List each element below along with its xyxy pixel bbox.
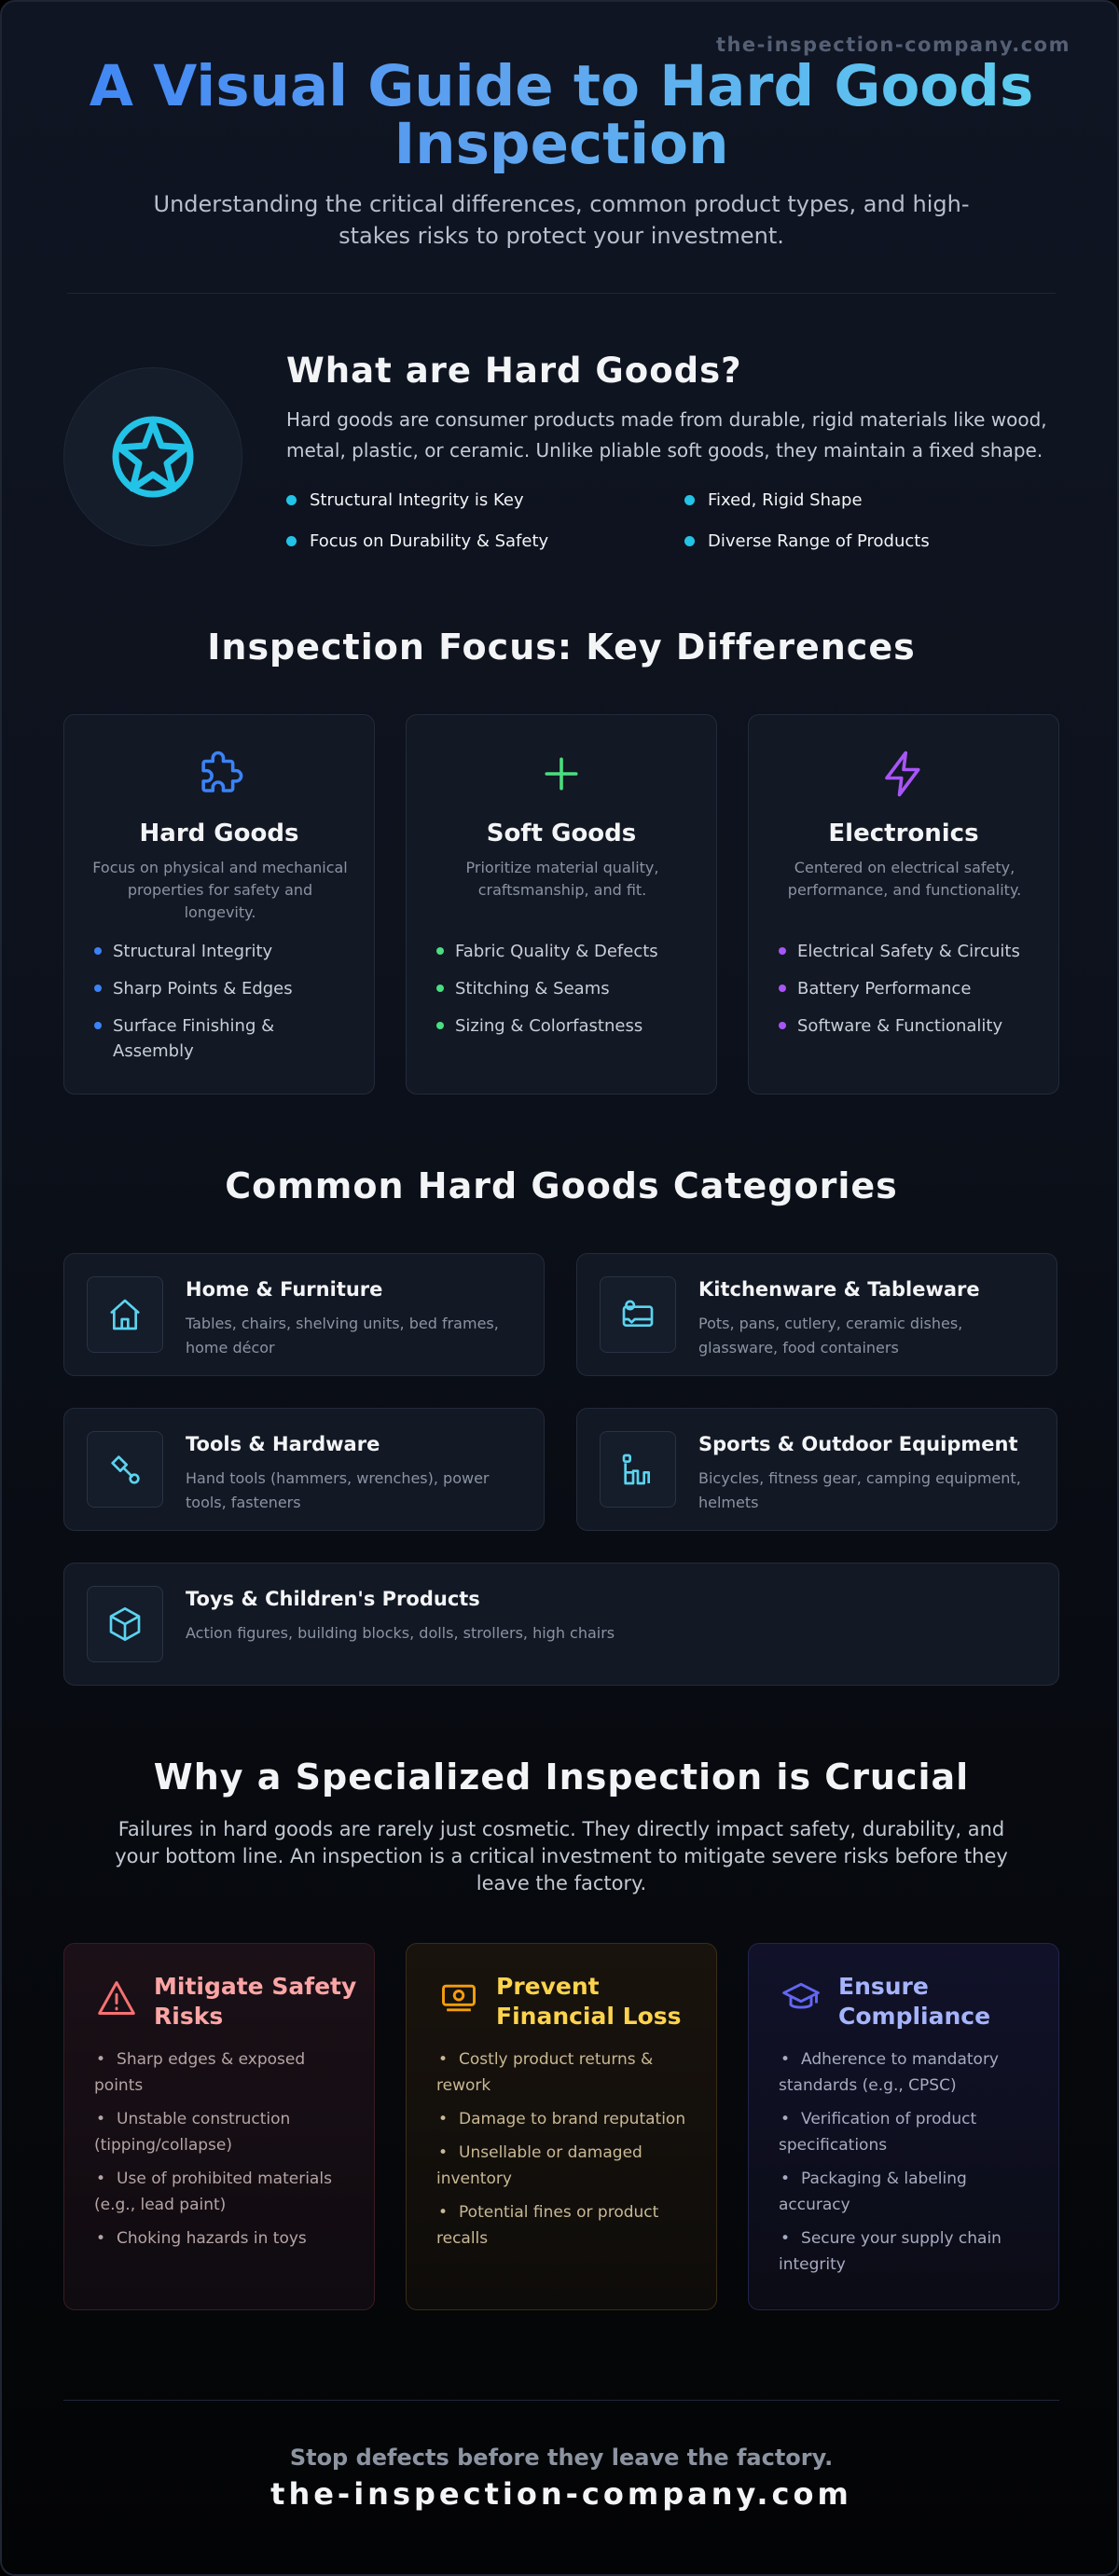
list-item: Electrical Safety & Circuits <box>777 939 1038 964</box>
category-description: Tables, chairs, shelving units, bed fram… <box>186 1315 499 1357</box>
graduation-cap-icon <box>782 1982 820 2009</box>
footer-divider <box>63 2400 1059 2401</box>
list-item: •Choking hazards in toys <box>96 2229 307 2248</box>
diff-card-title: Soft Goods <box>486 820 637 847</box>
brand-watermark: the-inspection-company.com <box>715 34 1071 56</box>
diff-card-title: Electronics <box>828 820 979 847</box>
what-bullet: Structural Integrity is Key <box>286 490 524 510</box>
category-title: Sports & Outdoor Equipment <box>698 1433 1018 1455</box>
why-title: Why a Specialized Inspection is Crucial <box>153 1756 970 1798</box>
diff-card-title: Hard Goods <box>139 820 299 847</box>
footer-brand: the-inspection-company.com <box>270 2476 852 2512</box>
risk-card-compliance: Ensure Compliance •Adherence to mandator… <box>748 1943 1059 2310</box>
category-title: Tools & Hardware <box>186 1433 380 1455</box>
list-item: •Packaging & labeling accuracy <box>779 2170 967 2214</box>
list-item: Battery Performance <box>777 976 1038 1001</box>
list-item: Sharp Points & Edges <box>92 976 353 1001</box>
diff-card-list: Fabric Quality & Defects Stitching & Sea… <box>435 939 696 1051</box>
category-card-tools: Tools & Hardware Hand tools (hammers, wr… <box>63 1408 545 1531</box>
page-subtitle: Understanding the critical differences, … <box>153 191 970 249</box>
what-description: Hard goods are consumer products made fr… <box>286 408 1047 461</box>
diff-card-electronics: Electronics Centered on electrical safet… <box>748 714 1059 1095</box>
list-item: Sizing & Colorfastness <box>435 1013 696 1039</box>
list-item: •Damage to brand reputation <box>438 2110 686 2128</box>
cube-icon <box>109 1607 141 1641</box>
diff-card-list: Structural Integrity Sharp Points & Edge… <box>92 939 353 1076</box>
bullet-dot <box>684 495 695 505</box>
tools-icon <box>111 1455 140 1484</box>
diff-card-soft-goods: Soft Goods Prioritize material quality, … <box>406 714 717 1095</box>
category-title: Kitchenware & Tableware <box>698 1278 980 1301</box>
risk-card-title: Mitigate Safety Risks <box>154 1973 357 2030</box>
category-description: Action figures, building blocks, dolls, … <box>186 1624 615 1642</box>
category-description: Hand tools (hammers, wrenches), power to… <box>186 1469 490 1511</box>
risk-card-title: Prevent Financial Loss <box>496 1973 682 2030</box>
what-section-title: What are Hard Goods? <box>286 351 742 391</box>
risk-card-list: •Adherence to mandatory standards (e.g.,… <box>779 2046 1040 2285</box>
why-subtitle: Failures in hard goods are rarely just c… <box>115 1818 1008 1894</box>
page-title-line-2: Inspection <box>394 111 729 177</box>
risk-card-financial: Prevent Financial Loss •Costly product r… <box>406 1943 717 2310</box>
kitchen-icon <box>622 1300 654 1327</box>
list-item: •Verification of product specifications <box>779 2110 977 2155</box>
diff-card-description: Prioritize material quality, craftsmansh… <box>465 859 659 899</box>
category-description: Pots, pans, cutlery, ceramic dishes, gla… <box>698 1315 963 1357</box>
list-item: Surface Finishing & Assembly <box>92 1013 353 1064</box>
bullet-dot <box>286 536 297 546</box>
diff-card-list: Electrical Safety & Circuits Battery Per… <box>777 939 1038 1051</box>
what-bullet: Fixed, Rigid Shape <box>684 490 863 510</box>
category-title: Home & Furniture <box>186 1278 383 1301</box>
risk-card-list: •Sharp edges & exposed points •Unstable … <box>94 2046 355 2259</box>
lightning-icon <box>885 751 920 797</box>
what-bullet: Focus on Durability & Safety <box>286 531 548 551</box>
diff-card-hard-goods: Hard Goods Focus on physical and mechani… <box>63 714 375 1095</box>
what-bullet: Diverse Range of Products <box>684 531 930 551</box>
category-card-sports: Sports & Outdoor Equipment Bicycles, fit… <box>576 1408 1057 1531</box>
category-card-kitchen: Kitchenware & Tableware Pots, pans, cutl… <box>576 1253 1057 1376</box>
category-title: Toys & Children's Products <box>186 1588 480 1610</box>
risk-card-safety: Mitigate Safety Risks •Sharp edges & exp… <box>63 1943 375 2310</box>
warning-icon <box>98 1981 135 2015</box>
category-card-toys: Toys & Children's Products Action figure… <box>63 1563 1059 1686</box>
bullet-dot <box>684 536 695 546</box>
list-item: •Potential fines or product recalls <box>436 2203 659 2248</box>
category-description: Bicycles, fitness gear, camping equipmen… <box>698 1469 1021 1511</box>
list-item: •Use of prohibited materials (e.g., lead… <box>94 2170 332 2214</box>
star-icon <box>112 416 194 498</box>
category-card-home: Home & Furniture Tables, chairs, shelvin… <box>63 1253 545 1376</box>
bullet-dot <box>286 495 297 505</box>
list-item: •Costly product returns & rework <box>436 2050 654 2095</box>
plus-icon <box>545 757 578 791</box>
page-title-line-1: A Visual Guide to Hard Goods <box>89 53 1034 119</box>
list-item: Structural Integrity <box>92 939 353 964</box>
money-icon <box>442 1984 476 2012</box>
divider <box>67 293 1056 294</box>
list-item: Software & Functionality <box>777 1013 1038 1039</box>
list-item: Stitching & Seams <box>435 976 696 1001</box>
list-item: •Adherence to mandatory standards (e.g.,… <box>779 2050 999 2095</box>
categories-title: Common Hard Goods Categories <box>225 1165 898 1206</box>
diff-card-description: Focus on physical and mechanical propert… <box>92 859 348 921</box>
list-item: •Secure your supply chain integrity <box>779 2229 1002 2274</box>
differences-title: Inspection Focus: Key Differences <box>207 627 916 668</box>
risk-card-title: Ensure Compliance <box>838 1973 991 2030</box>
star-icon-badge <box>63 367 242 546</box>
diff-card-description: Centered on electrical safety, performan… <box>787 859 1022 899</box>
puzzle-icon <box>201 751 243 792</box>
list-item: Fabric Quality & Defects <box>435 939 696 964</box>
sports-icon <box>622 1453 650 1485</box>
page-title: A Visual Guide to Hard Goods Inspection <box>2 53 1117 177</box>
list-item: •Unsellable or damaged inventory <box>436 2143 642 2188</box>
footer-tagline: Stop defects before they leave the facto… <box>289 2445 834 2471</box>
risk-card-list: •Costly product returns & rework •Damage… <box>436 2046 698 2259</box>
home-icon <box>110 1299 140 1330</box>
list-item: •Sharp edges & exposed points <box>94 2050 306 2095</box>
list-item: •Unstable construction (tipping/collapse… <box>94 2110 291 2155</box>
